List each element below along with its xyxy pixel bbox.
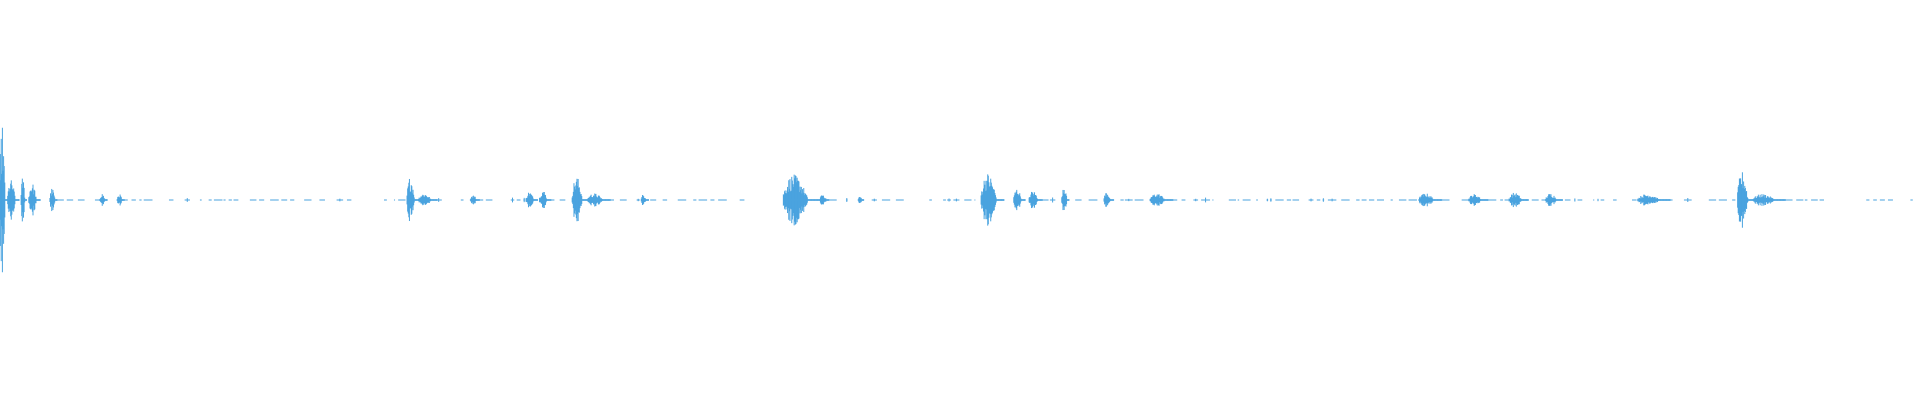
waveform-samples xyxy=(0,127,1913,273)
